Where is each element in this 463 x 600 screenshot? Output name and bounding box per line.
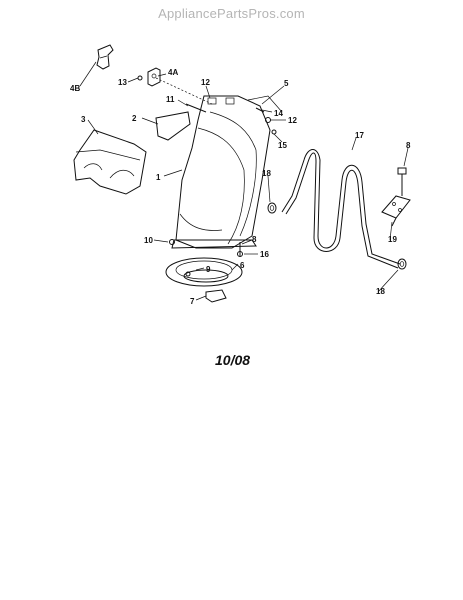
watermark: AppliancePartsPros.com	[158, 6, 305, 21]
part-1-discharge-chute	[171, 95, 271, 249]
date-code: 10/08	[215, 352, 251, 368]
part-8-16-bolt-washer	[237, 242, 243, 257]
part-7-bushing	[205, 289, 227, 303]
callout-14: 14	[274, 109, 283, 118]
callout-2: 2	[132, 114, 137, 123]
callout-7: 7	[190, 297, 195, 306]
part-4a-clip	[147, 67, 161, 87]
part-10-nut	[169, 239, 175, 245]
callout-4b: 4B	[70, 84, 80, 93]
part-3-chute-deflector	[73, 129, 147, 195]
part-17-crank-rod	[281, 149, 401, 269]
part-9-retainer	[183, 269, 229, 283]
callout-13: 13	[118, 78, 127, 87]
leader-lines	[79, 61, 409, 301]
part-13-nut	[137, 75, 143, 81]
part-2-deflector-plate	[155, 111, 191, 141]
callout-1: 1	[156, 173, 161, 182]
callout-15: 15	[278, 141, 287, 150]
part-19-bracket	[381, 195, 411, 227]
callout-19: 19	[388, 235, 397, 244]
callout-11: 11	[166, 95, 175, 104]
part-18-grommet-bottom	[397, 258, 407, 270]
callout-18-top: 18	[262, 169, 271, 178]
callout-17: 17	[355, 131, 364, 140]
callout-8-lower: 8	[252, 235, 257, 244]
callout-labels: 4B 13 4A 12 5 11 14 12 2 3 15 17 8 1 18 …	[70, 68, 411, 306]
part-8-bolt-upper	[397, 167, 407, 196]
part-14-12-15-hardware	[255, 107, 277, 135]
part-4b-wing-knob	[96, 44, 114, 70]
callout-8-upper: 8	[406, 141, 411, 150]
callout-10: 10	[144, 236, 153, 245]
callout-9: 9	[206, 265, 211, 274]
callout-5: 5	[284, 79, 289, 88]
callout-12-right: 12	[288, 116, 297, 125]
callout-12-top: 12	[201, 78, 210, 87]
callout-4a: 4A	[168, 68, 178, 77]
part-11-bolt	[185, 103, 207, 113]
callout-6: 6	[240, 261, 245, 270]
callout-16: 16	[260, 250, 269, 259]
part-18-grommet-top	[267, 202, 277, 214]
callout-18-bottom: 18	[376, 287, 385, 296]
part-5-bracket	[247, 95, 283, 113]
callout-3: 3	[81, 115, 86, 124]
